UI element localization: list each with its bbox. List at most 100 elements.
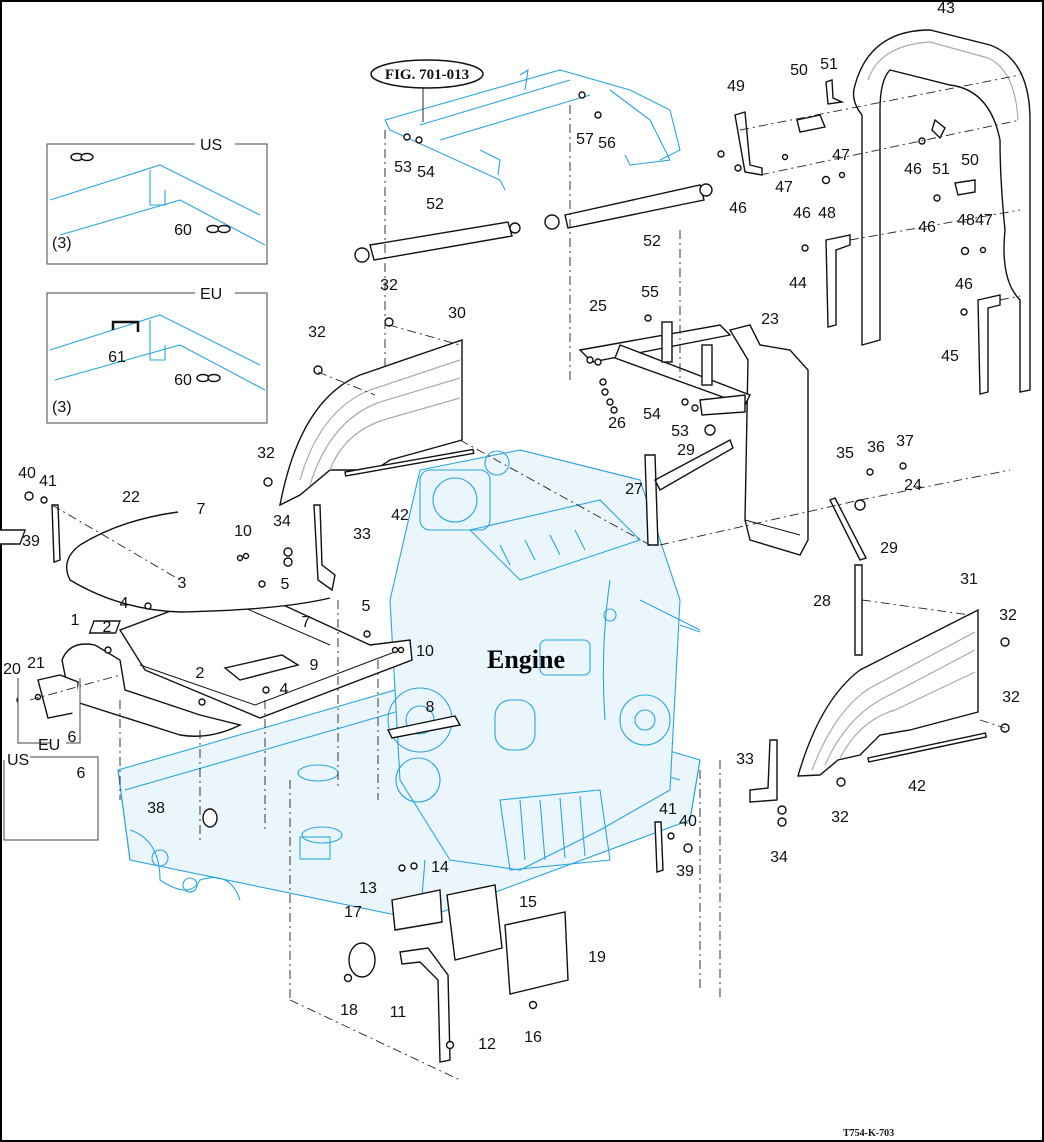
- part-callout-23[interactable]: 23: [761, 311, 779, 328]
- part-callout-28[interactable]: 28: [813, 593, 831, 610]
- part-callout-14[interactable]: 14: [431, 859, 449, 876]
- part-callout-52[interactable]: 52: [643, 233, 661, 250]
- part-callout-46[interactable]: 46: [729, 200, 747, 217]
- part-callout-45[interactable]: 45: [941, 348, 959, 365]
- part-callout-48[interactable]: 48: [957, 212, 975, 229]
- part-callout-52[interactable]: 52: [426, 196, 444, 213]
- part-callout-34[interactable]: 34: [770, 849, 788, 866]
- part-callout-54[interactable]: 54: [417, 164, 435, 181]
- part-callout-24[interactable]: 24: [904, 477, 922, 494]
- part-callout-22[interactable]: 22: [122, 489, 140, 506]
- part-callout-50[interactable]: 50: [961, 152, 979, 169]
- part-callout-11[interactable]: 11: [390, 1004, 407, 1021]
- part-callout-7[interactable]: 7: [197, 501, 206, 518]
- part-callout-46[interactable]: 46: [955, 276, 973, 293]
- part-callout-17[interactable]: 17: [344, 904, 362, 921]
- part-callout-51[interactable]: 51: [932, 161, 950, 178]
- part-callout-21[interactable]: 21: [27, 655, 45, 672]
- part-callout-10[interactable]: 10: [416, 643, 434, 660]
- part-callout-8[interactable]: 8: [426, 699, 435, 716]
- inset-us-floor: US (3): [46, 136, 268, 265]
- part-callout-48[interactable]: 48: [818, 205, 836, 222]
- part-callout-33[interactable]: 33: [736, 751, 754, 768]
- part-callout-57[interactable]: 57: [576, 131, 594, 148]
- part-callout-42[interactable]: 42: [908, 778, 926, 795]
- part-38-grommet: [202, 808, 218, 828]
- part-27-bracket: [644, 439, 734, 546]
- part-callout-35[interactable]: 35: [836, 445, 854, 462]
- part-callout-25[interactable]: 25: [589, 298, 607, 315]
- part-callout-51[interactable]: 51: [820, 56, 838, 73]
- part-39-bracket-right: [654, 821, 664, 873]
- part-callout-60[interactable]: 60: [174, 372, 192, 389]
- part-45-bracket: [977, 294, 1001, 395]
- part-callout-6[interactable]: 6: [77, 765, 86, 782]
- part-callout-29[interactable]: 29: [677, 442, 695, 459]
- part-callout-18[interactable]: 18: [340, 1002, 358, 1019]
- part-callout-34[interactable]: 34: [273, 513, 291, 530]
- part-callout-53[interactable]: 53: [394, 159, 412, 176]
- part-callout-39[interactable]: 39: [22, 533, 40, 550]
- part-callout-60[interactable]: 60: [174, 222, 192, 239]
- part-callout-42[interactable]: 42: [391, 507, 409, 524]
- part-callout-32[interactable]: 32: [999, 607, 1017, 624]
- part-callout-38[interactable]: 38: [147, 800, 165, 817]
- part-callout-46[interactable]: 46: [918, 219, 936, 236]
- part-callout-46[interactable]: 46: [793, 205, 811, 222]
- part-callout-3[interactable]: 3: [178, 575, 187, 592]
- part-callout-43[interactable]: 43: [937, 0, 955, 17]
- figure-reference[interactable]: FIG. 701-013: [370, 59, 484, 122]
- part-callout-37[interactable]: 37: [896, 433, 914, 450]
- part-callout-13[interactable]: 13: [359, 880, 377, 897]
- part-callout-54[interactable]: 54: [643, 406, 661, 423]
- part-callout-4[interactable]: 4: [120, 595, 129, 612]
- part-callout-31[interactable]: 31: [960, 571, 978, 588]
- part-callout-49[interactable]: 49: [727, 78, 745, 95]
- part-callout-50[interactable]: 50: [790, 62, 808, 79]
- part-callout-47[interactable]: 47: [832, 147, 850, 164]
- part-callout-61[interactable]: 61: [108, 349, 126, 366]
- part-callout-32[interactable]: 32: [1002, 689, 1020, 706]
- part-callout-32[interactable]: 32: [831, 809, 849, 826]
- part-callout-47[interactable]: 47: [775, 179, 793, 196]
- part-callout-47[interactable]: 47: [975, 212, 993, 229]
- part-callout-2[interactable]: 2: [196, 665, 205, 682]
- part-callout-6[interactable]: 6: [68, 729, 77, 746]
- part-callout-32[interactable]: 32: [257, 445, 275, 462]
- part-callout-12[interactable]: 12: [478, 1036, 496, 1053]
- part-callout-15[interactable]: 15: [519, 894, 537, 911]
- part-callout-29[interactable]: 29: [880, 540, 898, 557]
- part-callout-44[interactable]: 44: [789, 275, 807, 292]
- part-callout-36[interactable]: 36: [867, 439, 885, 456]
- part-callout-27[interactable]: 27: [625, 481, 643, 498]
- part-callout-40[interactable]: 40: [679, 813, 697, 830]
- drawing-number: T754-K-703: [843, 1128, 894, 1139]
- part-callout-26[interactable]: 26: [608, 415, 626, 432]
- part-callout-41[interactable]: 41: [39, 473, 57, 490]
- part-callout-55[interactable]: 55: [641, 284, 659, 301]
- part-callout-30[interactable]: 30: [448, 305, 466, 322]
- part-callout-10[interactable]: 10: [234, 523, 252, 540]
- part-callout-41[interactable]: 41: [659, 801, 677, 818]
- part-callout-46[interactable]: 46: [904, 161, 922, 178]
- inset-us-latch: US: [3, 752, 99, 841]
- part-callout-39[interactable]: 39: [676, 863, 694, 880]
- part-callout-1[interactable]: 1: [71, 612, 80, 629]
- part-callout-5[interactable]: 5: [281, 576, 290, 593]
- part-callout-32[interactable]: 32: [308, 324, 326, 341]
- inset-us-title: US: [200, 137, 222, 154]
- part-callout-53[interactable]: 53: [671, 423, 689, 440]
- part-callout-9[interactable]: 9: [310, 657, 319, 674]
- part-callout-5[interactable]: 5: [362, 598, 371, 615]
- part-callout-56[interactable]: 56: [598, 135, 616, 152]
- part-callout-20[interactable]: 20: [3, 661, 21, 678]
- part-callout-7[interactable]: 7: [302, 614, 311, 631]
- part-callout-16[interactable]: 16: [524, 1029, 542, 1046]
- part-callout-40[interactable]: 40: [18, 465, 36, 482]
- part-callout-33[interactable]: 33: [353, 526, 371, 543]
- figure-reference-label[interactable]: FIG. 701-013: [385, 67, 469, 83]
- part-callout-2[interactable]: 2: [103, 619, 112, 636]
- part-callout-4[interactable]: 4: [280, 681, 289, 698]
- part-callout-32[interactable]: 32: [380, 277, 398, 294]
- part-callout-19[interactable]: 19: [588, 949, 606, 966]
